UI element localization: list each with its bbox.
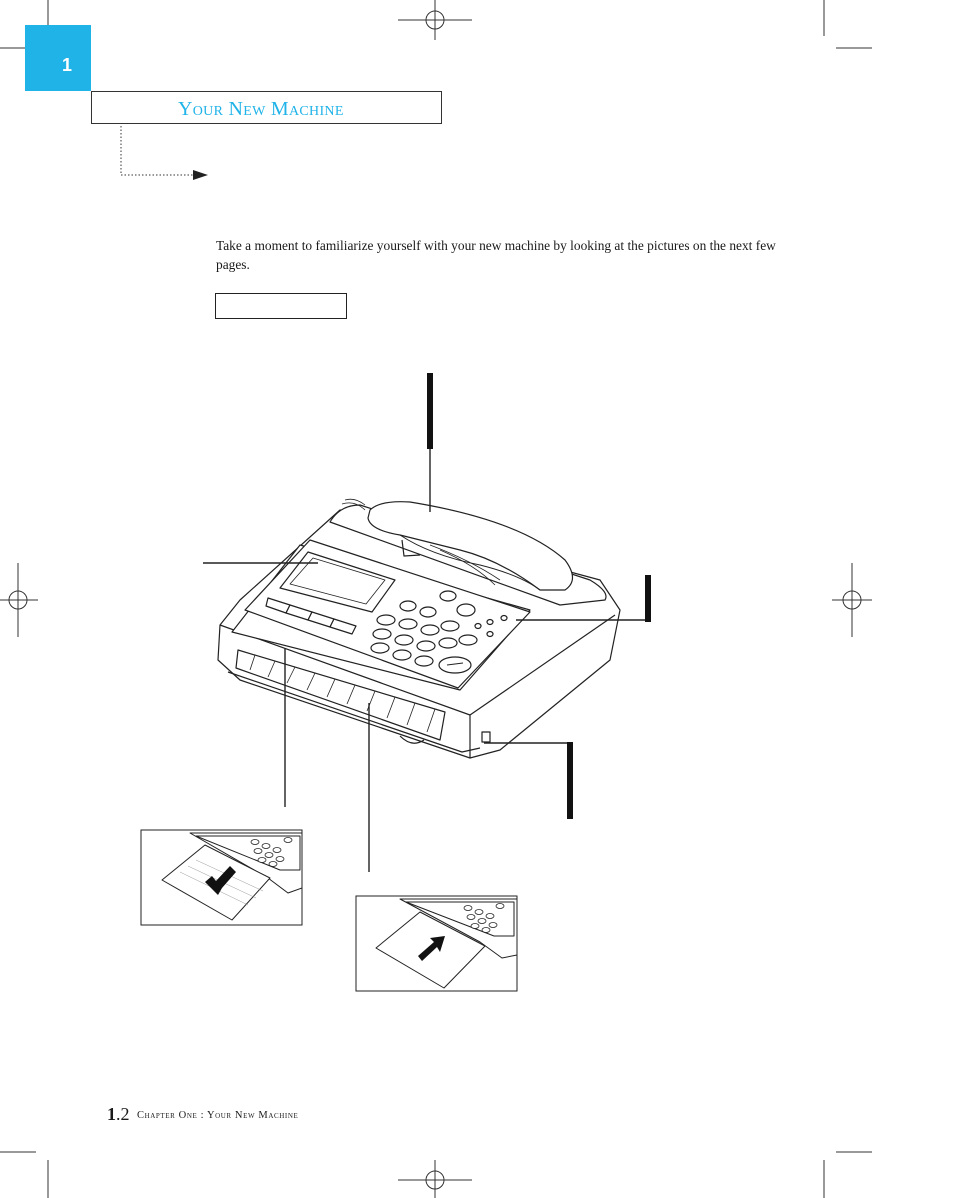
document-tray [235,649,446,741]
keypad [370,590,508,674]
chapter-number: 1 [62,55,73,75]
running-footer-title: Chapter One : Your New Machine [137,1110,299,1121]
handset [367,501,574,591]
arrow-in-icon [418,936,445,961]
page-number-minor: .2 [116,1104,130,1124]
section-title: Your New Machine [178,98,344,120]
section-title-box [91,91,442,124]
arrow-head-icon [193,170,208,180]
page-number: 1.2 [107,1104,130,1125]
figure-label-box [215,293,347,319]
registration-target-top [398,0,472,40]
intro-paragraph: Take a moment to familiarize yourself wi… [216,238,776,272]
registration-target-right [832,563,872,637]
lcd-display [279,551,396,613]
arrow-out-icon [205,866,236,895]
registration-target-left [0,563,38,637]
page-number-major: 1 [107,1104,116,1124]
registration-target-bottom [398,1160,472,1198]
chapter-tab [25,25,91,91]
